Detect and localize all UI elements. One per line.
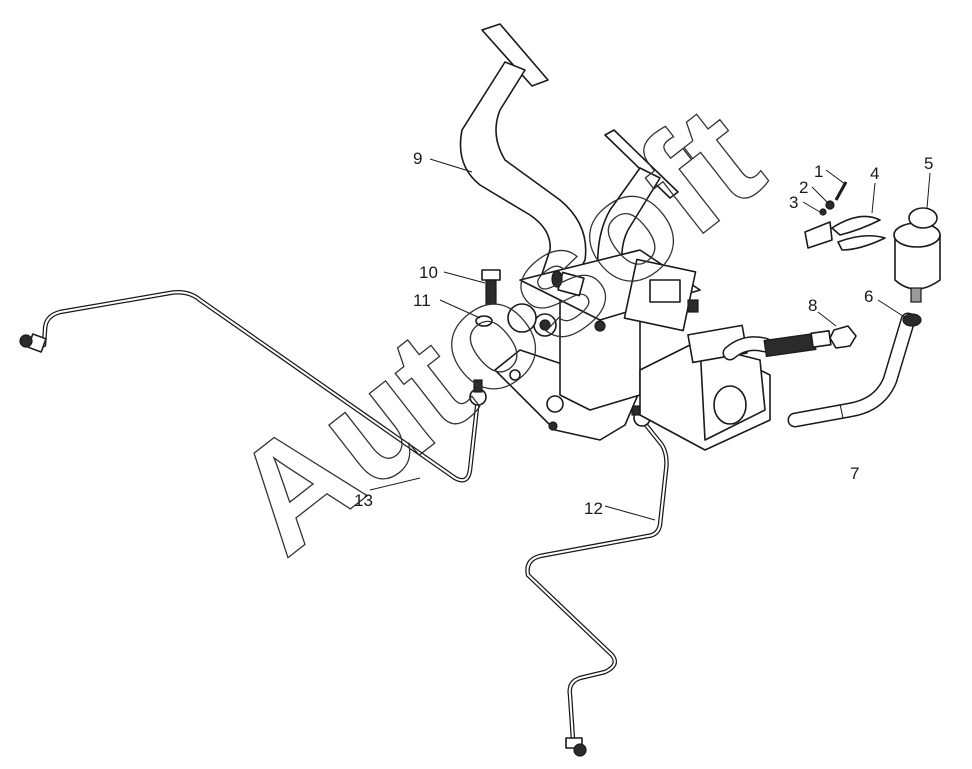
callout-9[interactable]: 9 (413, 149, 422, 168)
pipe-fitting-lower (565, 737, 587, 757)
brake-line-12[interactable] (525, 405, 669, 757)
pipe-fitting-left (19, 333, 47, 353)
hose-7[interactable] (787, 312, 916, 428)
callout-2[interactable]: 2 (799, 178, 808, 197)
callout-6[interactable]: 6 (864, 287, 873, 306)
callout-11[interactable]: 11 (413, 291, 431, 310)
master-cylinder[interactable] (639, 324, 771, 451)
callout-13[interactable]: 13 (354, 491, 373, 510)
callouts: 1 2 3 4 5 6 7 8 9 10 11 12 13 (354, 149, 933, 518)
callout-3[interactable]: 3 (789, 193, 798, 212)
callout-10[interactable]: 10 (419, 263, 438, 282)
washer-3[interactable] (819, 208, 827, 216)
brake-line-13[interactable] (19, 290, 487, 483)
callout-5[interactable]: 5 (924, 154, 933, 173)
nut-8[interactable] (829, 325, 857, 349)
fluid-reservoir-5[interactable] (893, 207, 941, 303)
pivot-assembly (507, 270, 699, 337)
leader-lines (369, 158, 931, 521)
pipe-fitting-13 (469, 379, 487, 406)
bolt-10[interactable] (481, 269, 501, 305)
hose-clamp-6[interactable] (902, 313, 922, 327)
washer-11[interactable] (475, 315, 493, 327)
callout-12[interactable]: 12 (584, 499, 603, 518)
callout-7[interactable]: 7 (850, 464, 859, 483)
clamp-bracket-4[interactable] (804, 215, 886, 251)
callout-1[interactable]: 1 (814, 162, 823, 181)
pedal-9[interactable] (459, 23, 587, 291)
pushrod-spring[interactable] (722, 330, 832, 361)
callout-8[interactable]: 8 (808, 296, 817, 315)
callout-4[interactable]: 4 (870, 164, 879, 183)
bolt-1[interactable] (834, 181, 848, 201)
